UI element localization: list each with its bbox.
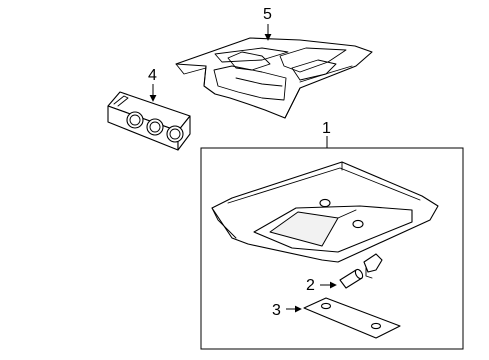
callout-5: 5: [263, 6, 272, 23]
switch-module: [107, 91, 191, 151]
cover-plate: [303, 297, 401, 339]
overhead-console: [211, 161, 439, 263]
switch-knob-middle: [146, 118, 164, 136]
callout-3: 3: [272, 302, 281, 319]
callout-4: 4: [148, 67, 157, 84]
switch-knob-right: [166, 125, 184, 143]
assembly-frame: [200, 147, 464, 350]
bulb-socket: [339, 253, 383, 289]
callout-1: 1: [322, 120, 331, 137]
callout-2: 2: [306, 277, 315, 294]
upper-trim-panel: [175, 37, 373, 119]
switch-knob-left: [126, 111, 144, 129]
